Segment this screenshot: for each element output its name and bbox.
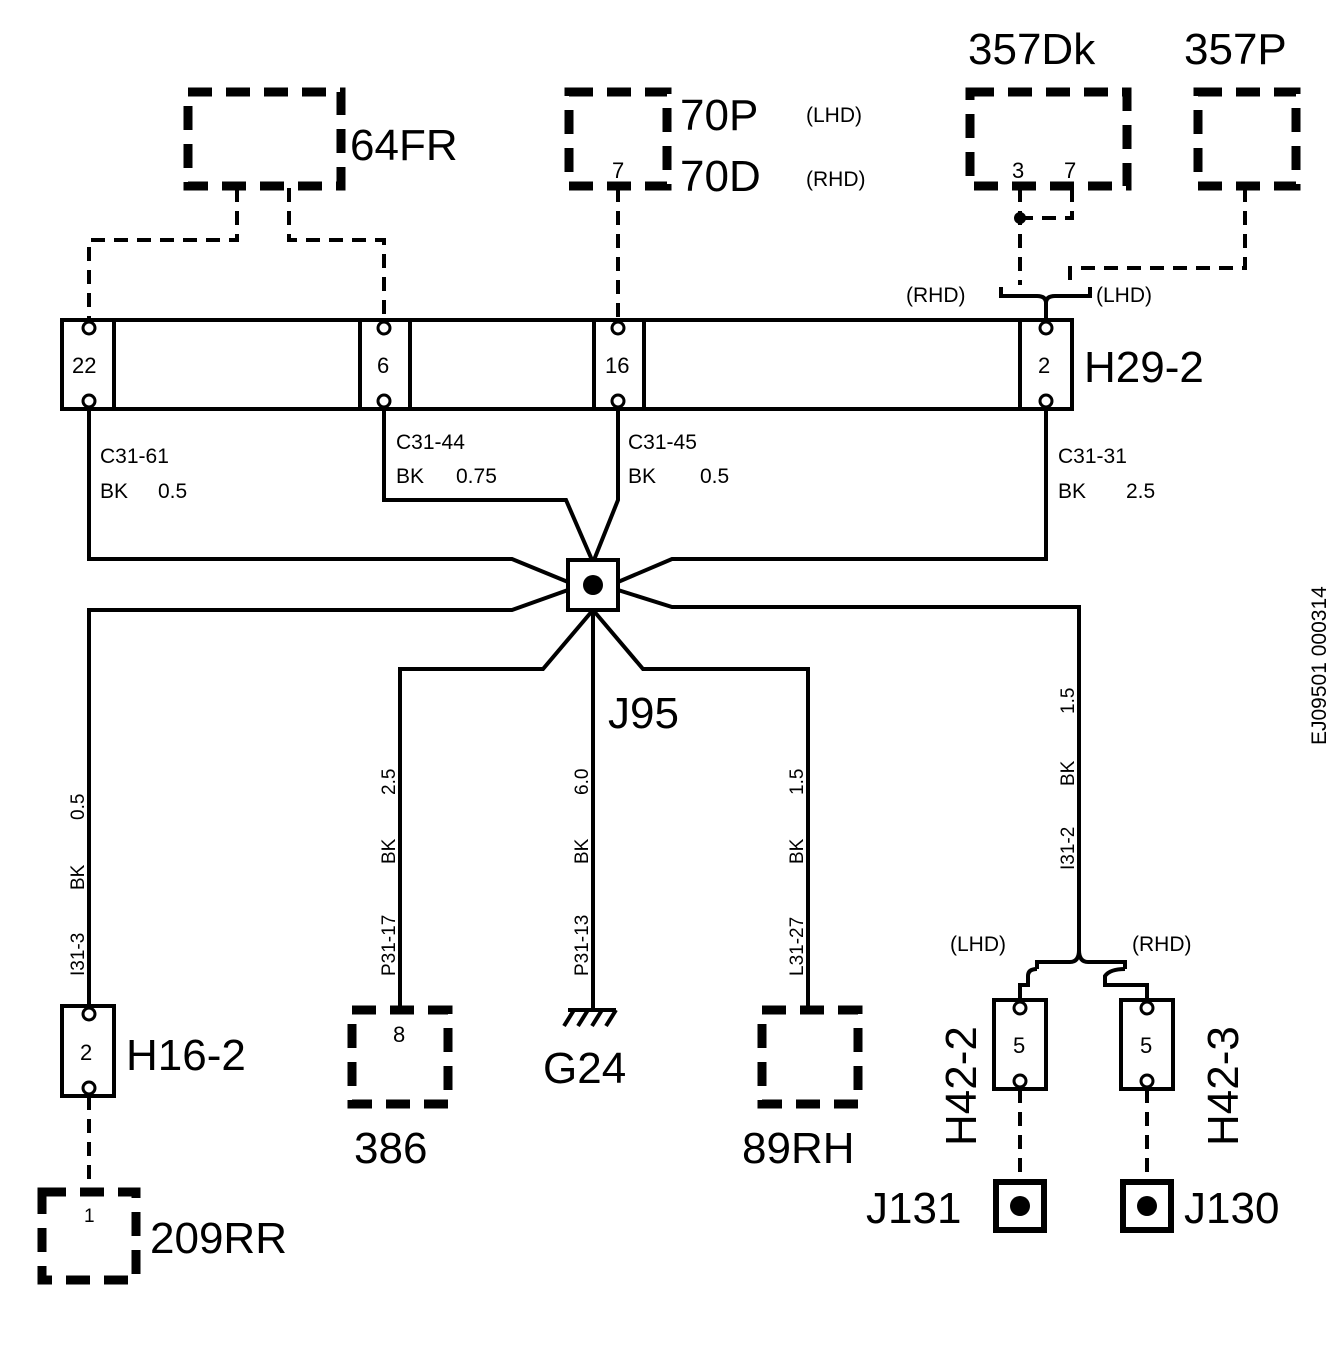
h29-pin-2[interactable]: 2 (1018, 318, 1074, 411)
splice-j131[interactable] (993, 1179, 1047, 1233)
wire-i313-id: I31-3 (68, 933, 89, 976)
variant-rhd-70d: (RHD) (806, 168, 865, 191)
component-357dk-label: 357Dk (968, 25, 1096, 74)
h29-pin-6-label: 6 (377, 353, 389, 378)
wire-i313-size: 0.5 (68, 794, 89, 820)
splice-j95-label: J95 (608, 689, 679, 738)
pin-209rr-1: 1 (84, 1206, 95, 1227)
wire-p3117-color: BK (379, 838, 400, 864)
wire-i312-id: I31-2 (1058, 827, 1079, 870)
component-89rh-label: 89RH (742, 1124, 855, 1173)
wire-c3144-id: C31-44 (396, 431, 465, 454)
h29-pin-16-label: 16 (605, 353, 629, 378)
ground-g24-label: G24 (543, 1044, 626, 1093)
h16-pin-2-label: 2 (80, 1040, 92, 1065)
connector-h16-2-label: H16-2 (126, 1031, 246, 1080)
h42-3-pin-5-label: 5 (1140, 1033, 1152, 1058)
wire-p3117-id: P31-17 (379, 915, 400, 976)
h29-pin-22[interactable]: 22 (60, 318, 116, 411)
wire-p3113-size: 6.0 (572, 769, 593, 795)
connector-h42-2-label: H42-2 (937, 1026, 986, 1146)
pin-70-7: 7 (612, 158, 624, 183)
variant-selector-h42: (LHD) (RHD) (950, 933, 1191, 1007)
wire-l3127-size: 1.5 (787, 769, 808, 795)
wire-c3161-color: BK (100, 480, 128, 503)
variant-selector-h29: (RHD) (LHD) (906, 284, 1152, 322)
component-357p-label: 357P (1184, 25, 1287, 74)
wire-c3144-size: 0.75 (456, 465, 497, 488)
wire-labels-lower: I31-3 BK 0.5 P31-17 BK 2.5 P31-13 BK 6.0… (68, 688, 1079, 976)
wire-i313-color: BK (68, 864, 89, 890)
ground-g24-icon (562, 1008, 618, 1028)
h29-pin-22-label: 22 (72, 353, 96, 378)
component-357p[interactable]: 357P (1184, 25, 1301, 191)
component-64fr[interactable]: 64FR (183, 87, 458, 191)
component-386[interactable]: 8 (347, 1005, 453, 1109)
pin-357dk-7: 7 (1064, 158, 1076, 183)
h29-pin-2-label: 2 (1038, 353, 1050, 378)
component-386-label: 386 (354, 1124, 427, 1173)
component-64fr-label: 64FR (350, 121, 458, 170)
connector-h42-2[interactable]: 5 (992, 998, 1048, 1091)
component-209rr[interactable]: 1 (37, 1187, 141, 1285)
wire-c3131-size: 2.5 (1126, 480, 1155, 503)
variant-rhd-h42: (RHD) (1132, 933, 1191, 956)
wires-lower (87, 588, 1081, 1008)
variant-rhd-h29: (RHD) (906, 284, 965, 307)
component-70p-70d[interactable]: 7 70P 70D (LHD) (RHD) (564, 87, 865, 201)
splice-dot-357 (1014, 212, 1026, 224)
wire-l3127-color: BK (787, 838, 808, 864)
wire-c3161-size: 0.5 (158, 480, 187, 503)
wires-upper (87, 409, 1048, 584)
wire-l3127-id: L31-27 (787, 917, 808, 976)
wire-p3117-size: 2.5 (379, 769, 400, 795)
component-70d-label: 70D (680, 152, 761, 201)
wire-c3145-id: C31-45 (628, 431, 697, 454)
variant-lhd-h29: (LHD) (1096, 284, 1152, 307)
variant-lhd-h42: (LHD) (950, 933, 1006, 956)
variant-lhd-70p: (LHD) (806, 104, 862, 127)
pin-357dk-3: 3 (1012, 158, 1024, 183)
component-89rh[interactable] (757, 1005, 863, 1109)
wire-labels-upper: C31-61 BK 0.5 C31-44 BK 0.75 C31-45 BK 0… (100, 431, 1155, 503)
h29-pin-6[interactable]: 6 (358, 318, 412, 411)
connector-h29-2-label: H29-2 (1084, 343, 1204, 392)
wire-p3113-color: BK (572, 838, 593, 864)
splice-j130[interactable] (1120, 1179, 1174, 1233)
connector-h42-3[interactable]: 5 (1119, 998, 1175, 1091)
pin-386-8: 8 (393, 1022, 405, 1047)
connector-h29-2[interactable]: 22 6 16 2 (60, 318, 1074, 411)
splice-j130-label: J130 (1184, 1184, 1279, 1233)
h29-pin-16[interactable]: 16 (592, 318, 646, 411)
wire-c3144-color: BK (396, 465, 424, 488)
splice-j95[interactable] (566, 558, 620, 612)
component-70p-label: 70P (680, 91, 758, 140)
h42-2-pin-5-label: 5 (1013, 1033, 1025, 1058)
wire-p3113-id: P31-13 (572, 915, 593, 976)
splice-j131-label: J131 (866, 1184, 961, 1233)
component-209rr-label: 209RR (150, 1214, 287, 1263)
figure-id: EJ09501 000314 (1308, 586, 1331, 745)
connector-h42-3-label: H42-3 (1199, 1026, 1248, 1146)
wire-i312-color: BK (1058, 760, 1079, 786)
connector-h16-2[interactable]: 2 (60, 1004, 116, 1098)
wire-i312-size: 1.5 (1058, 688, 1079, 714)
component-357dk[interactable]: 357Dk 3 7 (965, 25, 1132, 191)
wire-c3161-id: C31-61 (100, 445, 169, 468)
wire-c3131-id: C31-31 (1058, 445, 1127, 468)
wire-c3131-color: BK (1058, 480, 1086, 503)
dashed-wires-top (87, 188, 1247, 322)
wire-c3145-color: BK (628, 465, 656, 488)
wire-c3145-size: 0.5 (700, 465, 729, 488)
